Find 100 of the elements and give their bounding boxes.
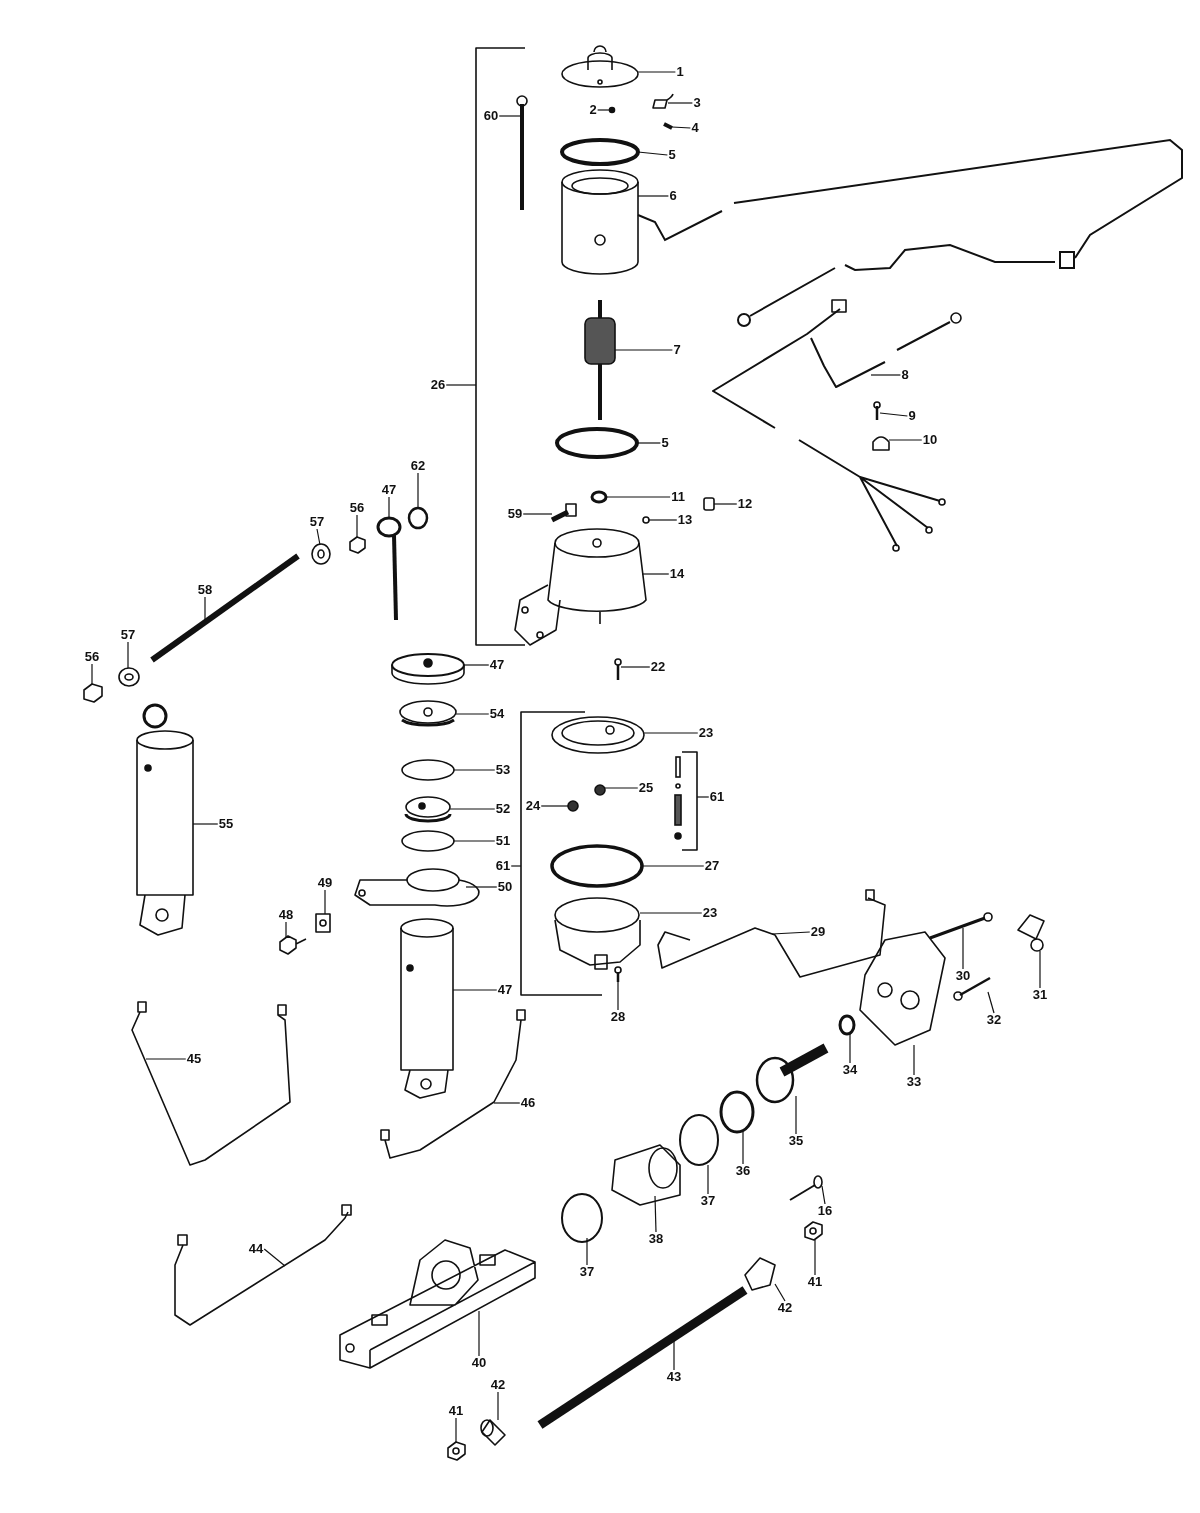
leader-line [639,912,703,914]
o-ring-drawing [401,759,455,781]
leader-line [324,889,326,915]
sleeve-drawing [611,1144,681,1206]
tube-drawing [174,1204,352,1326]
leader-line [145,1058,187,1060]
leader-line [667,102,693,104]
cylinder-drawing [400,918,454,1099]
callout-number: 5 [667,148,677,162]
ball-drawing [608,106,616,114]
armature-drawing [584,298,616,422]
callout-number: 37 [699,1194,717,1208]
leader-line [586,1237,588,1266]
tube-drawing [131,1001,291,1166]
rod-drawing [537,1286,748,1429]
ring-drawing [590,490,608,504]
callout-number: 53 [494,763,512,777]
bushing-drawing [407,506,429,530]
leader-line [453,769,496,771]
o-ring-drawing [401,830,455,852]
cap-drawing [391,653,465,685]
leader-line [388,496,390,519]
leader-line [673,1338,675,1371]
callout-number: 62 [409,459,427,473]
callout-number: 31 [1031,988,1049,1002]
leader-line [316,528,321,546]
o-ring-drawing [561,1193,603,1243]
piston-drawing [399,700,457,727]
leader-line [510,865,522,867]
callout-number: 13 [676,513,694,527]
leader-line [696,796,710,798]
leader-line [814,1239,816,1276]
leader-line [774,1283,786,1302]
piston-drawing [755,1043,829,1104]
leader-line [449,808,496,810]
wire-harness-drawing [712,299,962,552]
nut-drawing [83,683,103,703]
leader-line [455,713,490,715]
callout-number: 42 [776,1301,794,1315]
leader-line [497,1391,499,1421]
piston-drawing [404,796,452,823]
callout-number: 41 [447,1404,465,1418]
callout-number: 45 [185,1052,203,1066]
ring-drawing [555,427,639,459]
callout-number: 46 [519,1096,537,1110]
leader-line [643,732,699,734]
spring-drawing [663,122,673,130]
callout-number: 27 [703,859,721,873]
callout-number: 26 [429,378,447,392]
leader-line [849,1033,851,1064]
callout-number: 58 [196,583,214,597]
callout-number: 37 [578,1265,596,1279]
leader-line [821,1185,826,1205]
callout-number: 33 [905,1075,923,1089]
callout-number: 56 [348,501,366,515]
callout-number: 10 [921,433,939,447]
leader-line [204,596,206,623]
callout-number: 51 [494,834,512,848]
leader-line [671,126,691,129]
leader-line [962,927,964,970]
ring-drawing [719,1090,755,1134]
leader-line [641,865,705,867]
leader-line [605,496,671,498]
callout-number: 4 [690,121,700,135]
callout-number: 23 [701,906,719,920]
leader-line [713,503,738,505]
screw-drawing [614,658,622,680]
callout-number: 7 [672,343,682,357]
callout-number: 61 [708,790,726,804]
o-ring-drawing [550,844,644,888]
washer-drawing [311,543,331,565]
leader-line [870,374,901,376]
o-ring-drawing [679,1114,719,1166]
plug-drawing [703,497,715,511]
leader-line [742,1131,744,1165]
callout-number: 56 [83,650,101,664]
callout-number: 43 [665,1370,683,1384]
rod-drawing [150,553,300,663]
callout-number: 52 [494,802,512,816]
leader-line [91,663,93,685]
bolt-drawing [550,503,577,523]
leader-line [620,666,651,668]
plate-drawing [315,913,331,933]
ring-drawing [642,516,650,524]
callout-number: 41 [806,1275,824,1289]
leader-line [637,195,669,197]
leader-line [192,823,219,825]
callout-number: 24 [524,799,542,813]
callout-number: 47 [488,658,506,672]
leader-line [795,1095,797,1135]
callout-number: 59 [506,507,524,521]
callout-number: 34 [841,1063,859,1077]
callout-number: 47 [380,483,398,497]
leader-line [771,931,811,935]
leader-line [648,519,678,521]
callout-number: 5 [660,436,670,450]
leader-line [465,886,498,888]
leader-line [127,641,129,669]
leader-line [913,1044,915,1076]
callout-number: 29 [809,925,827,939]
